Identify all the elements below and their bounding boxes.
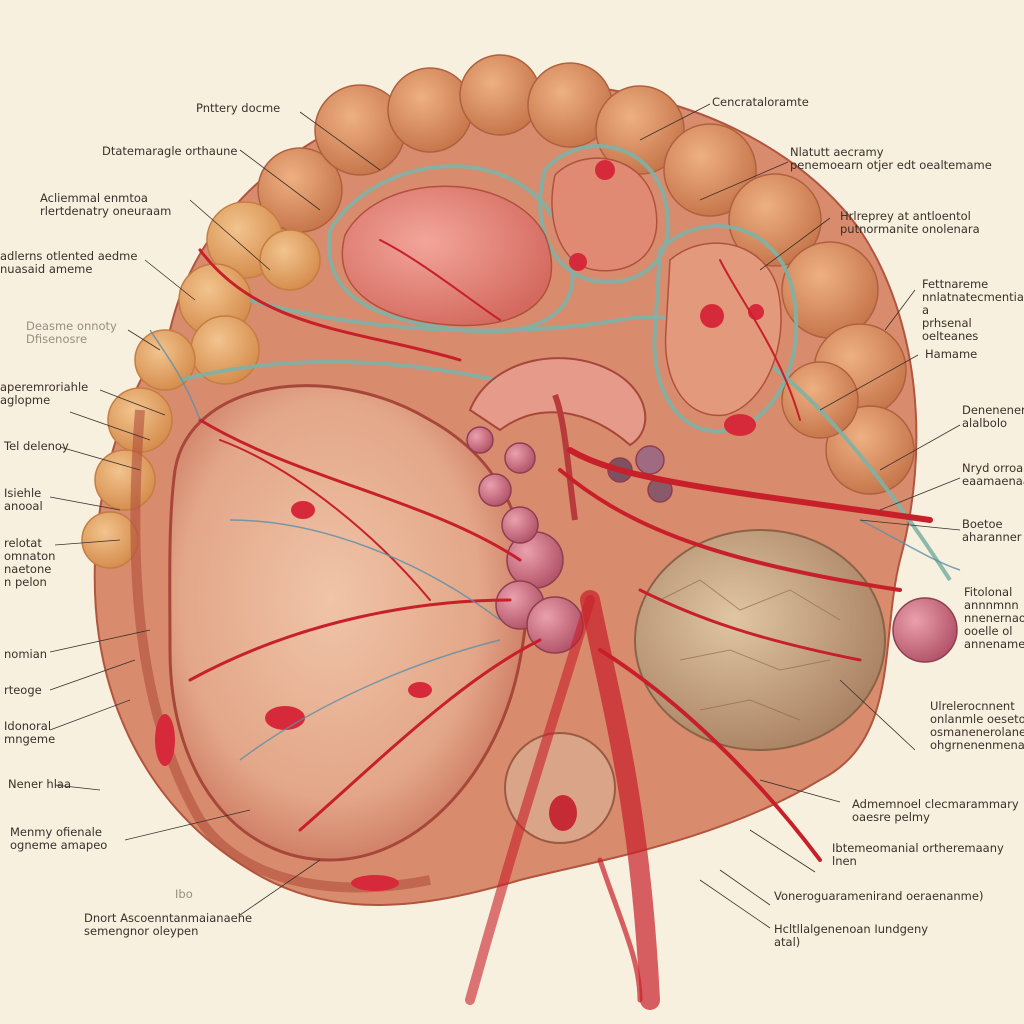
nodules [466,426,958,663]
label-adlerns: adlerns otlented aedme nuasaid ameme [0,249,138,276]
label-hrlreprey: Hrlreprey at antloentol putnormanite ono… [840,209,980,236]
label-acliemmal: Acliemmal enmtoa rlertdenatry oneuraam [40,191,172,218]
label-pnttery-docme: Pnttery docme [196,101,281,115]
label-tel-delenoy: Tel delenoy [4,439,69,453]
label-ibtemeomanial: Ibtemeomanial ortheremaany lnen [832,841,1004,868]
leader-lines [49,103,961,929]
label-relotat: relotat omnaton naetone n pelon [4,536,56,589]
membrane-network [179,144,952,582]
label-cencrataloramte: Cencrataloramte [712,95,809,109]
label-nener-hlaa: Nener hlaa [8,777,72,791]
fat-lobules [81,201,321,569]
label-denenenen: Denenenen alalbolo [962,403,1024,430]
label-voneroguaramenirand: Voneroguaramenirand oeraenanme) [774,889,984,903]
label-admemnoel: Admemnoel clecmarammary oaesre pelmy [852,797,1019,824]
label-ulrelerocnnent: Ulrelerocnnent onlanmle oeseto osmanener… [930,699,1024,752]
label-dnort: Dnort Ascoenntanmaianaehe semengnor oley… [84,911,253,938]
label-menmy: Menmy ofienale ogneme amapeo [10,825,108,852]
compartments [341,157,782,436]
large-sac [130,384,529,893]
lobulated-tissue [257,54,915,495]
blood-vessels [188,239,933,1010]
label-aperemroriahle: aperemroriahle aglopme [0,380,89,407]
label-nryd-orroal: Nryd orroal eaamaenaae [962,461,1024,488]
label-idonoral: Idonoral mngeme [4,719,56,746]
label-dtatemaragle: Dtatemaragle orthaune [102,144,238,158]
label-rteoge: rteoge [4,683,42,697]
label-hamame: Hamame [925,347,978,361]
label-nlatutt: Nlatutt aecramy penemoearn otjer edt oea… [790,145,992,172]
label-fettnareme: Fettnareme nnlatnatecmential a prhsenal … [922,277,1024,343]
label-boetoe: Boetoe aharanner [962,517,1022,544]
label-nomian: nomian [4,647,48,661]
right-mass [634,529,886,751]
label-deasme: Deasme onnoty Dfisenosre [26,319,117,346]
label-hcltllalgenenoan: Hcltllalgenenoan Iundgeny atal) [774,922,929,949]
label-ibo: Ibo [175,887,193,901]
label-isiehle: Isiehle anooal [4,486,43,513]
lower-sphere [504,732,616,844]
label-fitolonal: Fitolonal annnmnn nnenernaoe ooelle ol a… [964,585,1024,651]
veins [149,329,961,761]
central-frond [468,357,647,521]
